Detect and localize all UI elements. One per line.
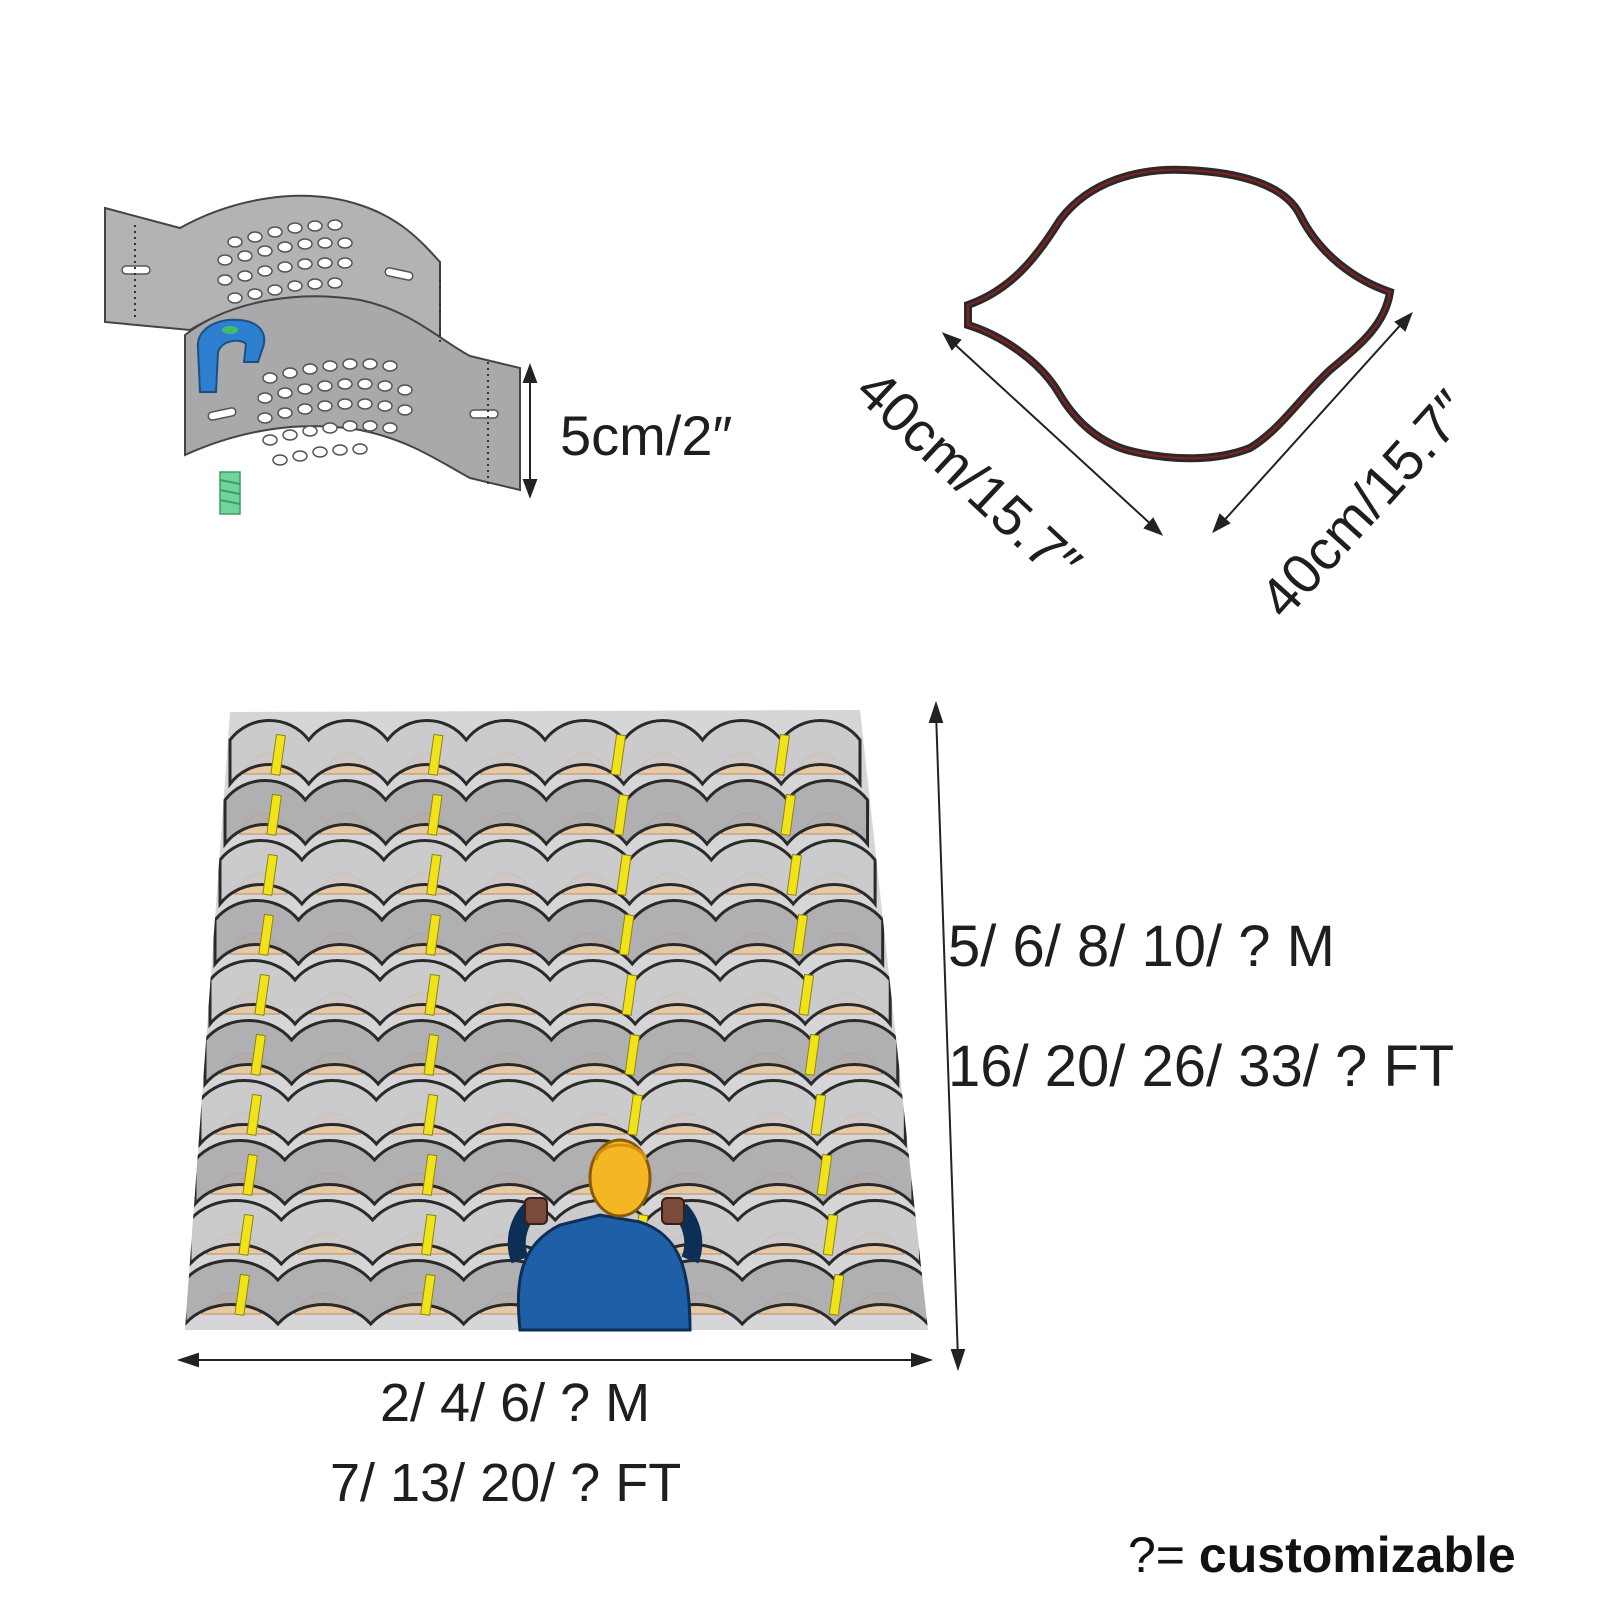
strip-slots bbox=[121, 265, 499, 421]
yellow-stake-icon bbox=[422, 1093, 439, 1136]
height-arrow bbox=[522, 363, 538, 499]
legend-symbol: ?= bbox=[1128, 1527, 1186, 1583]
yellow-stake-icon bbox=[829, 1334, 843, 1375]
yellow-stake-icon bbox=[238, 1213, 254, 1256]
cell-dimension-arrow-right bbox=[1212, 311, 1413, 534]
yellow-stake-icon bbox=[621, 973, 638, 1016]
length-m-label: 5/ 6/ 8/ 10/ ? M bbox=[948, 914, 1335, 979]
yellow-stake-icon bbox=[822, 1213, 839, 1256]
yellow-stake-icon bbox=[421, 1153, 438, 1196]
yellow-stake-icon bbox=[427, 733, 444, 776]
cell-dimension-arrow-left bbox=[941, 332, 1164, 536]
yellow-stake-icon bbox=[421, 1334, 435, 1375]
yellow-stake-icon bbox=[610, 733, 627, 776]
yellow-stake-icon bbox=[258, 913, 274, 956]
strip-tick-marks bbox=[134, 225, 489, 484]
yellow-stake-icon bbox=[246, 1093, 262, 1136]
strip-front-band bbox=[184, 295, 521, 492]
yellow-stake-icon bbox=[816, 1153, 833, 1196]
perforations-back bbox=[217, 219, 353, 304]
width-ft-label: 7/ 13/ 20/ ? FT bbox=[330, 1453, 682, 1513]
yellow-stake-icon bbox=[426, 793, 443, 836]
width-m-label: 2/ 4/ 6/ ? M bbox=[380, 1373, 651, 1433]
yellow-stake-icon bbox=[423, 1033, 440, 1076]
yellow-stake-icon bbox=[420, 1213, 437, 1256]
yellow-stake-icon bbox=[636, 1334, 650, 1375]
width-arrow bbox=[176, 1352, 934, 1368]
blue-clip-icon bbox=[196, 318, 266, 393]
yellow-stake-icon bbox=[425, 913, 441, 956]
yellow-stake-icon bbox=[266, 793, 282, 836]
yellow-stake-icon bbox=[426, 853, 442, 896]
yellow-stake-icon bbox=[270, 733, 286, 776]
perforations-front bbox=[257, 358, 413, 466]
worker-icon bbox=[507, 1138, 703, 1332]
yellow-stake-icon bbox=[424, 973, 440, 1016]
legend-text: customizable bbox=[1198, 1527, 1516, 1583]
yellow-stake-icon bbox=[250, 1033, 266, 1076]
yellow-stake-icon bbox=[235, 1334, 249, 1375]
yellow-stake-icon bbox=[420, 1273, 436, 1316]
yellow-stake-icon bbox=[804, 1033, 821, 1076]
yellow-stake-icon bbox=[828, 1273, 845, 1316]
length-ft-label: 16/ 20/ 26/ 33/ ? FT bbox=[948, 1034, 1455, 1099]
yellow-stake-icon bbox=[780, 793, 796, 836]
yellow-stake-icon bbox=[792, 913, 809, 956]
yellow-stake-icon bbox=[616, 853, 632, 896]
yellow-stake-icon bbox=[234, 1273, 250, 1316]
strip-height-label: 5cm/2″ bbox=[560, 404, 733, 467]
yellow-stake-icon bbox=[254, 973, 270, 1016]
yellow-stake-icon bbox=[774, 733, 790, 776]
yellow-stake-icon bbox=[624, 1033, 641, 1076]
length-arrow bbox=[928, 700, 966, 1372]
yellow-stake-icon bbox=[618, 913, 635, 956]
yellow-stake-icon bbox=[262, 853, 278, 896]
yellow-stake-icon bbox=[627, 1093, 643, 1136]
yellow-stake-icon bbox=[810, 1093, 827, 1136]
yellow-stake-icon bbox=[786, 853, 803, 896]
yellow-stake-icon bbox=[242, 1153, 258, 1196]
yellow-stake-icon bbox=[798, 973, 815, 1016]
green-anchor-icon bbox=[219, 471, 241, 515]
clip-hole-icon bbox=[222, 326, 238, 334]
yellow-stake-icon bbox=[613, 793, 629, 836]
customizable-legend: ?= customizable bbox=[1128, 1530, 1516, 1580]
